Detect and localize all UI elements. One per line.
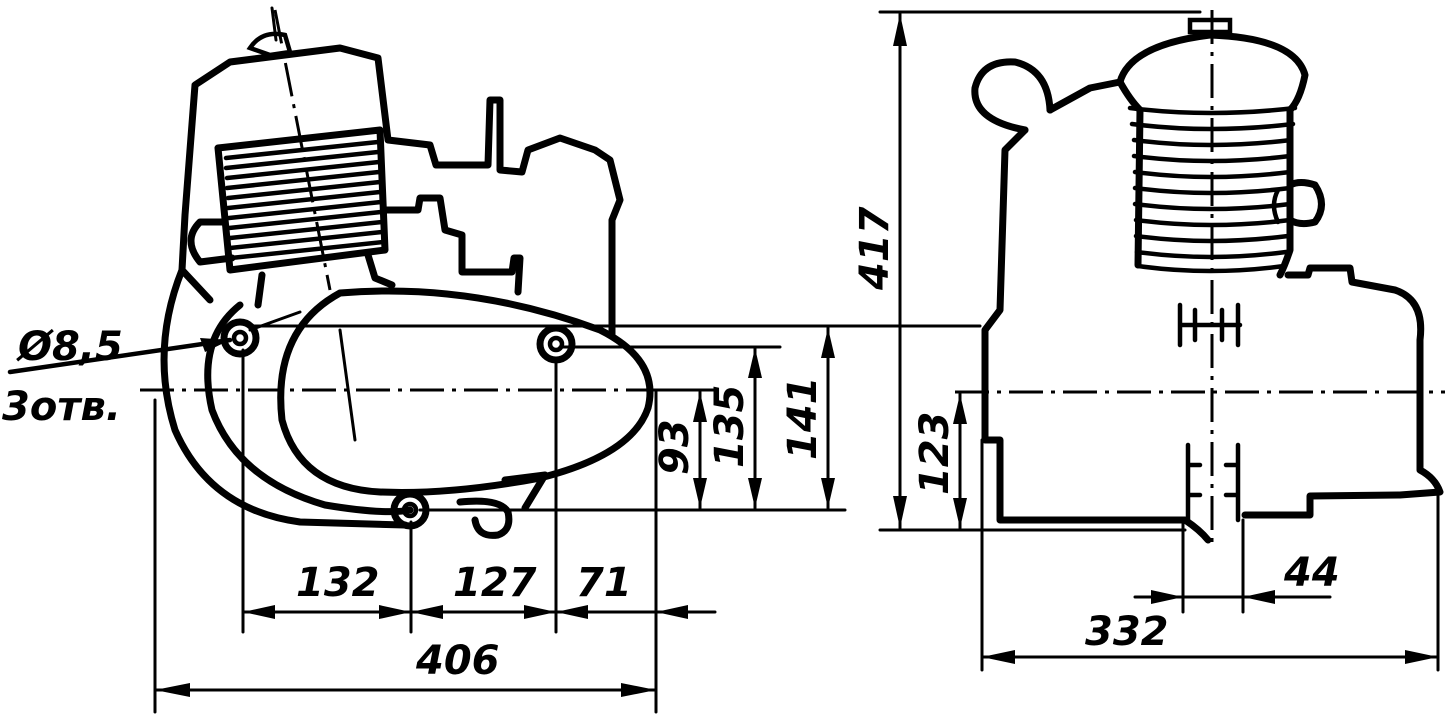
generator-boss (971, 58, 1054, 134)
dim-132-label: 132 (296, 560, 380, 606)
center-bolt-lower (1185, 442, 1241, 523)
engine-outline-side (178, 44, 624, 339)
exhaust-stub (1286, 179, 1325, 228)
cylinder-head-front (1116, 31, 1309, 279)
center-bolt-upper (1177, 302, 1243, 348)
dim-406-label: 406 (415, 638, 500, 684)
cylinder-axis (273, 9, 332, 291)
dim-141-label: 141 (780, 377, 826, 461)
mounting-hole-2 (536, 324, 576, 364)
dim-123-label: 123 (912, 412, 958, 496)
dim-135-label: 135 (707, 385, 753, 469)
exhaust-pipe (187, 218, 236, 266)
hole-diameter-label: Ø8,5 (16, 324, 123, 370)
side-view (7, 6, 982, 714)
crankcase-outer (204, 301, 414, 516)
carburettor-outline (381, 194, 524, 296)
cylinder-fins (214, 126, 389, 274)
dim-71-label: 71 (576, 560, 632, 606)
dim-417-label: 417 (852, 206, 898, 291)
mounting-hole-1 (220, 318, 260, 358)
hole-count-label: 3отв. (2, 384, 121, 430)
crankcase-front-right (1241, 264, 1444, 519)
dim-127-label: 127 (453, 560, 537, 606)
lower-boss (456, 471, 549, 539)
dim-93-label: 93 (652, 419, 698, 475)
front-view (878, 10, 1445, 672)
dim-44-label: 44 (1283, 550, 1340, 596)
dim-332-label: 332 (1085, 609, 1169, 655)
spark-plug (246, 31, 293, 58)
crankcase-cover (277, 287, 654, 496)
